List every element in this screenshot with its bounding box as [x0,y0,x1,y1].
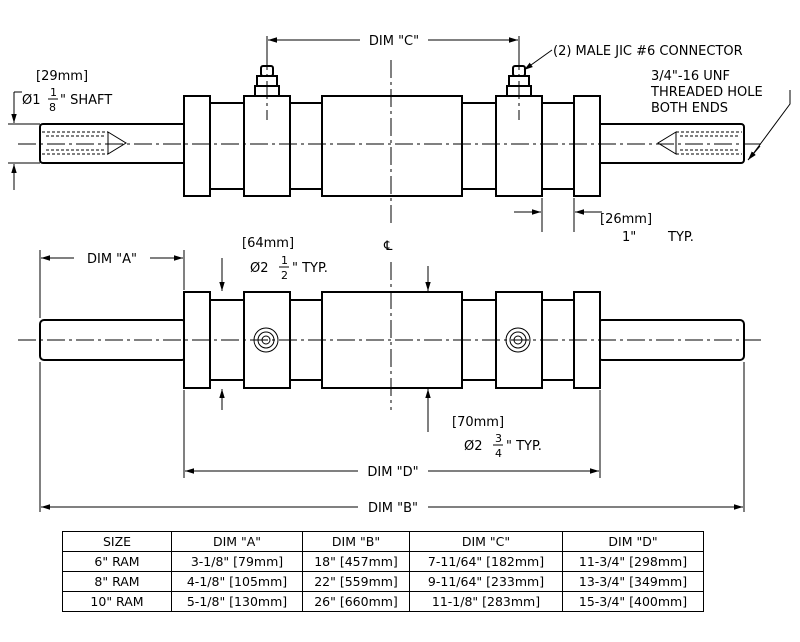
cell-dim-d: 11-3/4" [298mm] [562,551,704,572]
left-end-cap [183,95,211,197]
connector-note: (2) MALE JIC #6 CONNECTOR [553,44,743,59]
cell-size: 10" RAM [62,591,172,612]
end-mm: [64mm] [242,236,294,251]
cell-dim-c: 11-1/8" [283mm] [409,591,563,612]
cell-dim-c: 7-11/64" [182mm] [409,551,563,572]
table-row: 8" RAM 4-1/8" [105mm] 22" [559mm] 9-11/6… [62,571,704,592]
cell-dim-a: 4-1/8" [105mm] [171,571,303,592]
dim-c-label: DIM "C" [369,34,419,49]
collar-typ: TYP. [667,230,694,245]
right-threaded-hole [657,131,742,155]
shaft-frac-num: 1 [50,86,57,99]
header-dim-a: DIM "A" [171,531,303,552]
shaft-frac-den: 8 [49,101,56,114]
thread-note-line-2: THREADED HOLE [650,85,763,100]
thread-note-line-1: 3/4"-16 UNF [651,69,730,84]
top-view: DIM "C" (2) MALE JIC #6 CONNECTOR 3/4"-1… [8,34,791,245]
shaft-label: " SHAFT [60,93,112,108]
body-frac-num: 3 [495,432,502,445]
table-row: 10" RAM 5-1/8" [130mm] 26" [660mm] 11-1/… [62,591,704,612]
cell-dim-b: 22" [559mm] [302,571,410,592]
collar-in: 1" [622,230,636,245]
end-frac-den: 2 [281,269,288,282]
end-frac-num: 1 [281,254,288,267]
end-typ: " TYP. [292,261,328,276]
end-dia-symbol: Ø2 [250,261,269,276]
table-header-row: SIZE DIM "A" DIM "B" DIM "C" DIM "D" [62,531,704,552]
body-dia-symbol: Ø2 [464,439,483,454]
centerline-symbol: ℄ [383,239,393,254]
right-end-cap [573,95,601,197]
shaft-dia-symbol: Ø1 [22,93,41,108]
cell-dim-c: 9-11/64" [233mm] [409,571,563,592]
cell-size: 6" RAM [62,551,172,572]
cell-size: 8" RAM [62,571,172,592]
body-typ: " TYP. [506,439,542,454]
cell-dim-a: 3-1/8" [79mm] [171,551,303,572]
thread-note-line-3: BOTH ENDS [651,101,728,116]
right-tube [461,102,497,190]
header-size: SIZE [62,531,172,552]
body-frac-den: 4 [495,447,502,460]
dim-d-label: DIM "D" [367,465,418,480]
cell-dim-d: 15-3/4" [400mm] [562,591,704,612]
left-threaded-hole [42,131,127,155]
left-tube [289,102,323,190]
table-row: 6" RAM 3-1/8" [79mm] 18" [457mm] 7-11/64… [62,551,704,572]
header-dim-d: DIM "D" [562,531,704,552]
cell-dim-b: 18" [457mm] [302,551,410,572]
dimension-table: SIZE DIM "A" DIM "B" DIM "C" DIM "D" 6" … [62,531,704,612]
cell-dim-b: 26" [660mm] [302,591,410,612]
shaft-mm: [29mm] [36,69,88,84]
header-dim-b: DIM "B" [302,531,410,552]
cell-dim-d: 13-3/4" [349mm] [562,571,704,592]
cell-dim-a: 5-1/8" [130mm] [171,591,303,612]
header-dim-c: DIM "C" [409,531,563,552]
collar-mm: [26mm] [600,212,652,227]
technical-drawing: DIM "C" (2) MALE JIC #6 CONNECTOR 3/4"-1… [8,34,791,516]
left-gland [209,102,245,190]
right-gland [541,102,575,190]
body-mm: [70mm] [452,415,504,430]
front-view: ℄ DIM "A" [64mm] Ø2 1 2 " TYP. [70mm] Ø2… [18,236,762,516]
dim-a-label: DIM "A" [87,252,137,267]
dim-b-label: DIM "B" [368,501,418,516]
center-barrel [321,95,463,197]
